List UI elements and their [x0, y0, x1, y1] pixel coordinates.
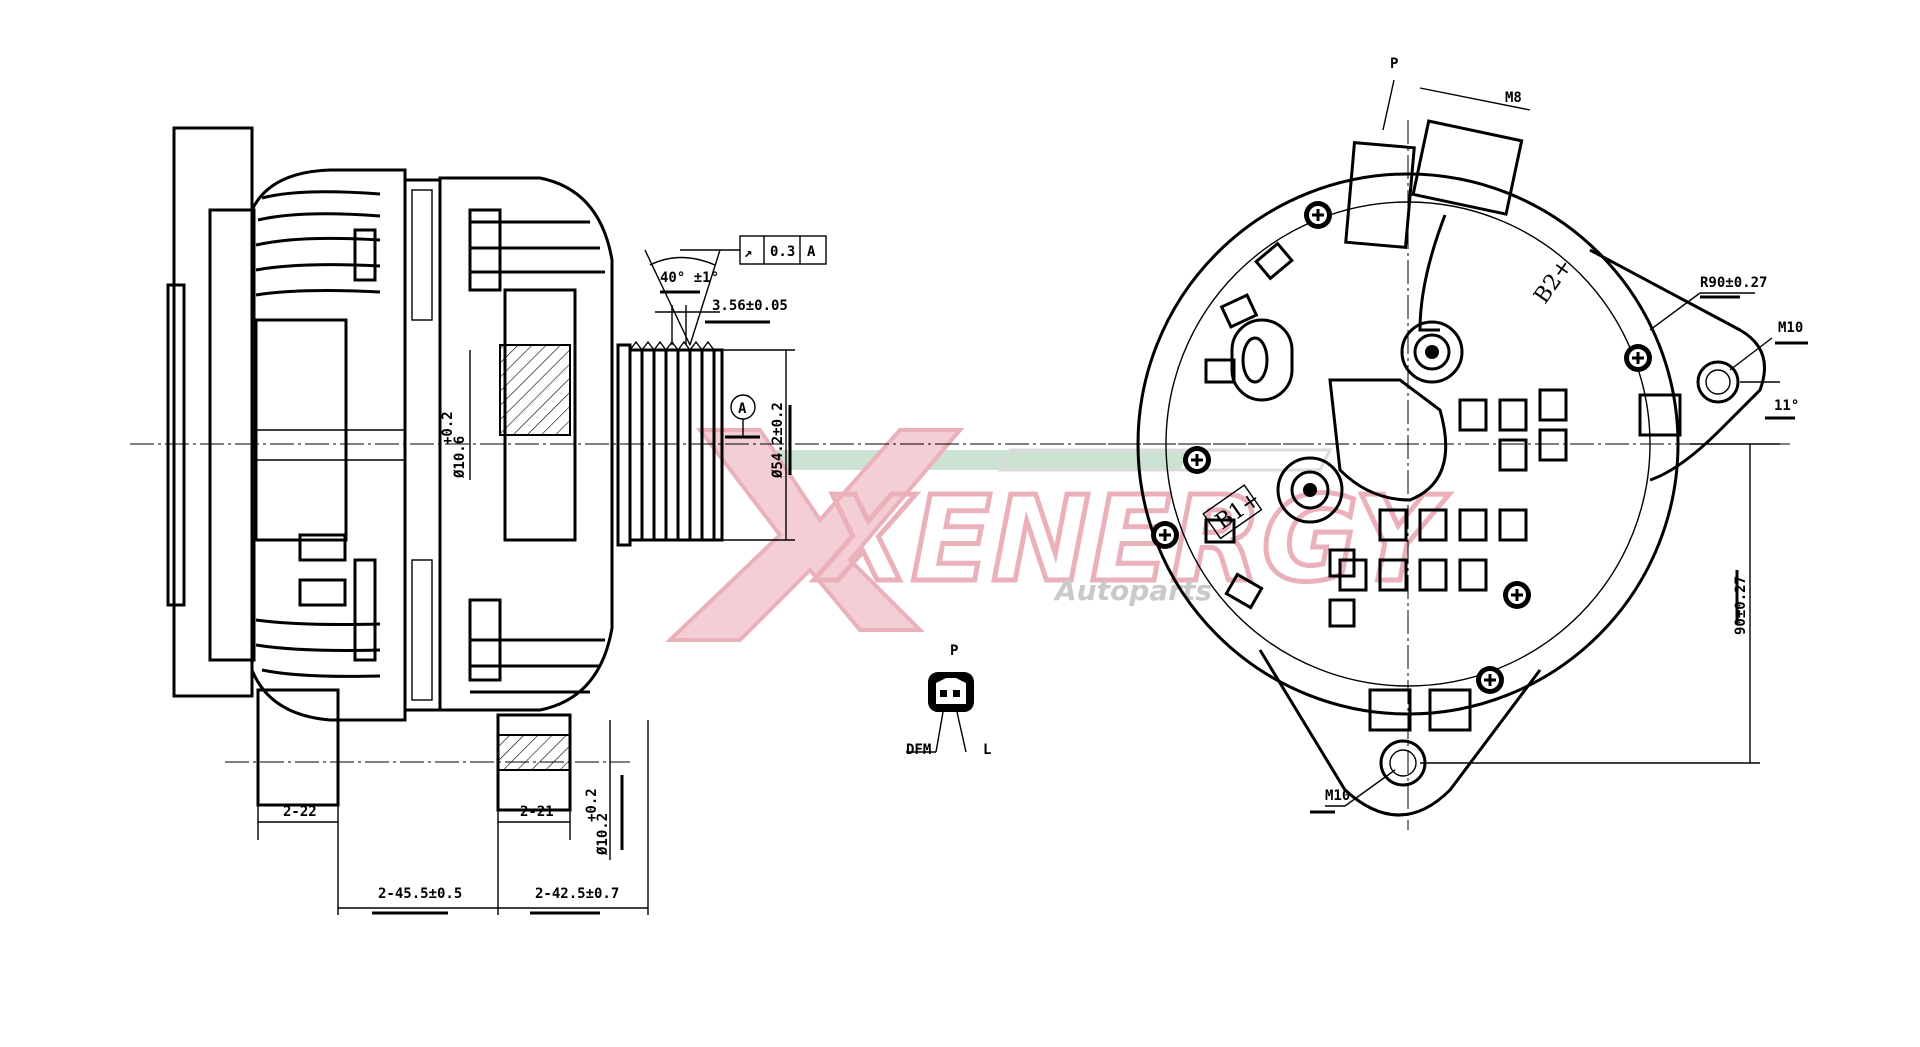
watermark-logo: XENERGY Autoparts: [665, 428, 1452, 642]
watermark-text: XENERGY: [814, 470, 1450, 608]
connector-title: P: [950, 643, 958, 659]
runout-tolerance-frame: ↗ 0.3 A: [680, 235, 827, 265]
connector-housing: [1411, 119, 1524, 216]
svg-text:+0.2: +0.2: [584, 788, 600, 822]
groove-pitch-label: 3.56±0.05: [712, 298, 788, 314]
rear-cover-outline: [1136, 172, 1680, 716]
bottom-dimensions: 2-22 2-21 2-45.5±0.5 2-42.5±0.7: [257, 720, 649, 915]
angle-label: 11°: [1774, 398, 1799, 414]
rear-housing-fins: [255, 190, 381, 678]
pulley-diameter-label: Ø54.2±0.2: [770, 402, 786, 479]
terminal-b1: [1276, 456, 1344, 524]
mounting-flange: [172, 126, 254, 698]
pin-dfm: DFM: [906, 742, 931, 758]
stator: [403, 178, 442, 712]
bore-lower-label: Ø10.2: [595, 813, 611, 856]
plug-housing: [1344, 140, 1416, 250]
svg-text:A: A: [738, 401, 747, 417]
mount-bottom-label: M10: [1325, 788, 1350, 804]
watermark-sub: Autoparts: [1053, 574, 1212, 607]
span-left-label: 2-45.5±0.5: [378, 886, 462, 902]
bore-lower-dim: Ø10.2 +0.2: [584, 720, 624, 860]
pulley-diameter-dim: Ø54.2±0.2: [722, 349, 795, 541]
watermark-green-bar: [760, 450, 1190, 470]
flange-inner: [208, 208, 256, 662]
pin-l: L: [983, 742, 991, 758]
rear-housing: [250, 168, 407, 722]
mount-ear-bottom: [1379, 739, 1427, 787]
brush-holder: [1230, 318, 1294, 402]
groove-angle-label: 40° ±1°: [660, 270, 719, 286]
ear-right-label: 2-21: [520, 804, 554, 820]
connector-plug: P DFM L: [906, 643, 991, 758]
ear-left-label: 2-22: [283, 804, 317, 820]
groove-angle-callout: 40° ±1° 3.56±0.05: [644, 249, 788, 346]
mount-ear-right: [1696, 360, 1740, 404]
flange-lip: [166, 283, 186, 607]
right-bracket: [1589, 248, 1766, 482]
runout-symbol: ↗: [744, 245, 752, 261]
screws: [1151, 201, 1652, 694]
front-housing: [438, 176, 614, 712]
bore-upper-label: Ø10.6: [452, 436, 468, 479]
thread-m8-label: M8: [1505, 90, 1522, 106]
rear-view: B1+ B2+ P M8 R90±0.27 M10 11° 90±0.27 M1…: [1080, 56, 1808, 830]
bottom-bracket: [1258, 649, 1542, 817]
datum-a: A: [725, 394, 760, 439]
front-housing-fins: [468, 208, 605, 694]
plug-p-label: P: [1390, 56, 1398, 72]
runout-datum: A: [807, 244, 816, 260]
pulley: [616, 340, 724, 547]
terminal-b2-label: B2+: [1529, 254, 1577, 308]
span-right-label: 2-42.5±0.7: [535, 886, 619, 902]
height-label: 90±0.27: [1733, 576, 1749, 635]
side-view: 40° ±1° 3.56±0.05 ↗ 0.3 A A: [130, 126, 1290, 915]
front-ear-bore: [497, 734, 571, 771]
radius-label: R90±0.27: [1700, 275, 1767, 291]
runout-value: 0.3: [770, 244, 795, 260]
watermark-x: [665, 428, 965, 642]
rear-mounting-ear: [256, 688, 340, 807]
svg-text:+0.2: +0.2: [440, 411, 456, 445]
regulator: [1328, 378, 1448, 502]
bore-upper-dim: Ø10.6 +0.2: [440, 350, 471, 480]
watermark-grey-bar: [997, 448, 1333, 472]
terminal-b2: [1400, 320, 1464, 384]
vent-slots: [1204, 241, 1682, 732]
mount-right-label: M10: [1778, 320, 1803, 336]
front-ear-hatched: [499, 344, 571, 436]
